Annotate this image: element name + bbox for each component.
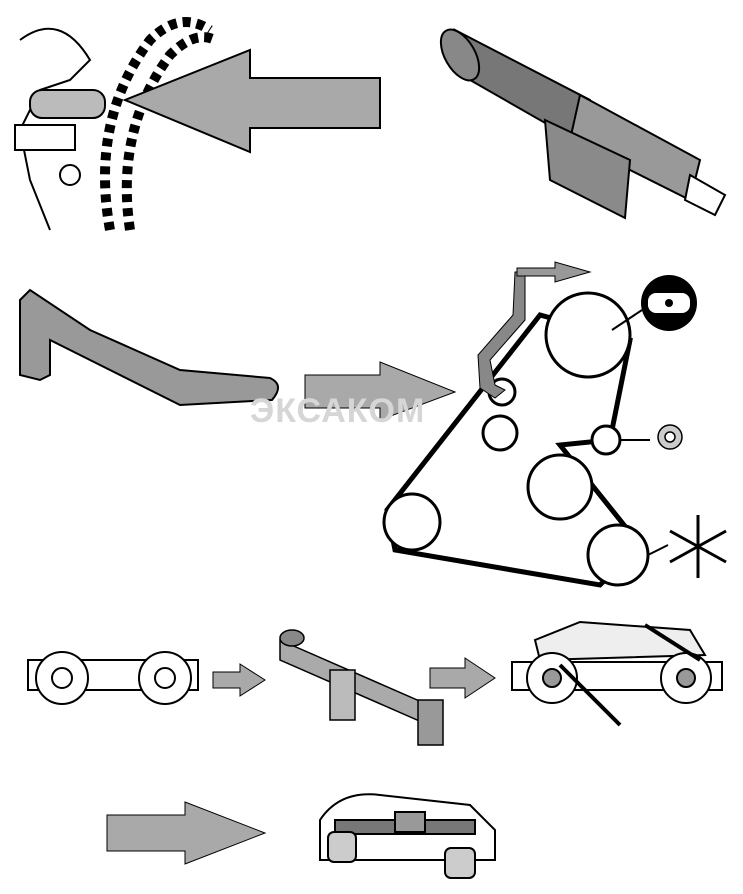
installed-tool-assembly <box>319 793 496 879</box>
camshaft-icon <box>641 275 697 331</box>
arrow-right-1 <box>304 361 457 421</box>
arrow-left <box>122 48 381 154</box>
camshaft-pulleys <box>27 651 199 705</box>
alignment-bar-tool <box>279 629 444 746</box>
arrow-right-2 <box>212 663 266 697</box>
arrow-right-3 <box>429 657 496 699</box>
arrow-right-4 <box>106 801 267 865</box>
belt-routing-diagram <box>382 261 669 588</box>
sprocket-locking-illustration <box>14 17 218 231</box>
tensioner-icon <box>657 424 683 450</box>
locking-pin-tool <box>439 28 727 220</box>
installed-alignment-bar <box>511 620 723 727</box>
holding-tool <box>19 288 279 407</box>
snowflake-icon <box>669 515 727 578</box>
